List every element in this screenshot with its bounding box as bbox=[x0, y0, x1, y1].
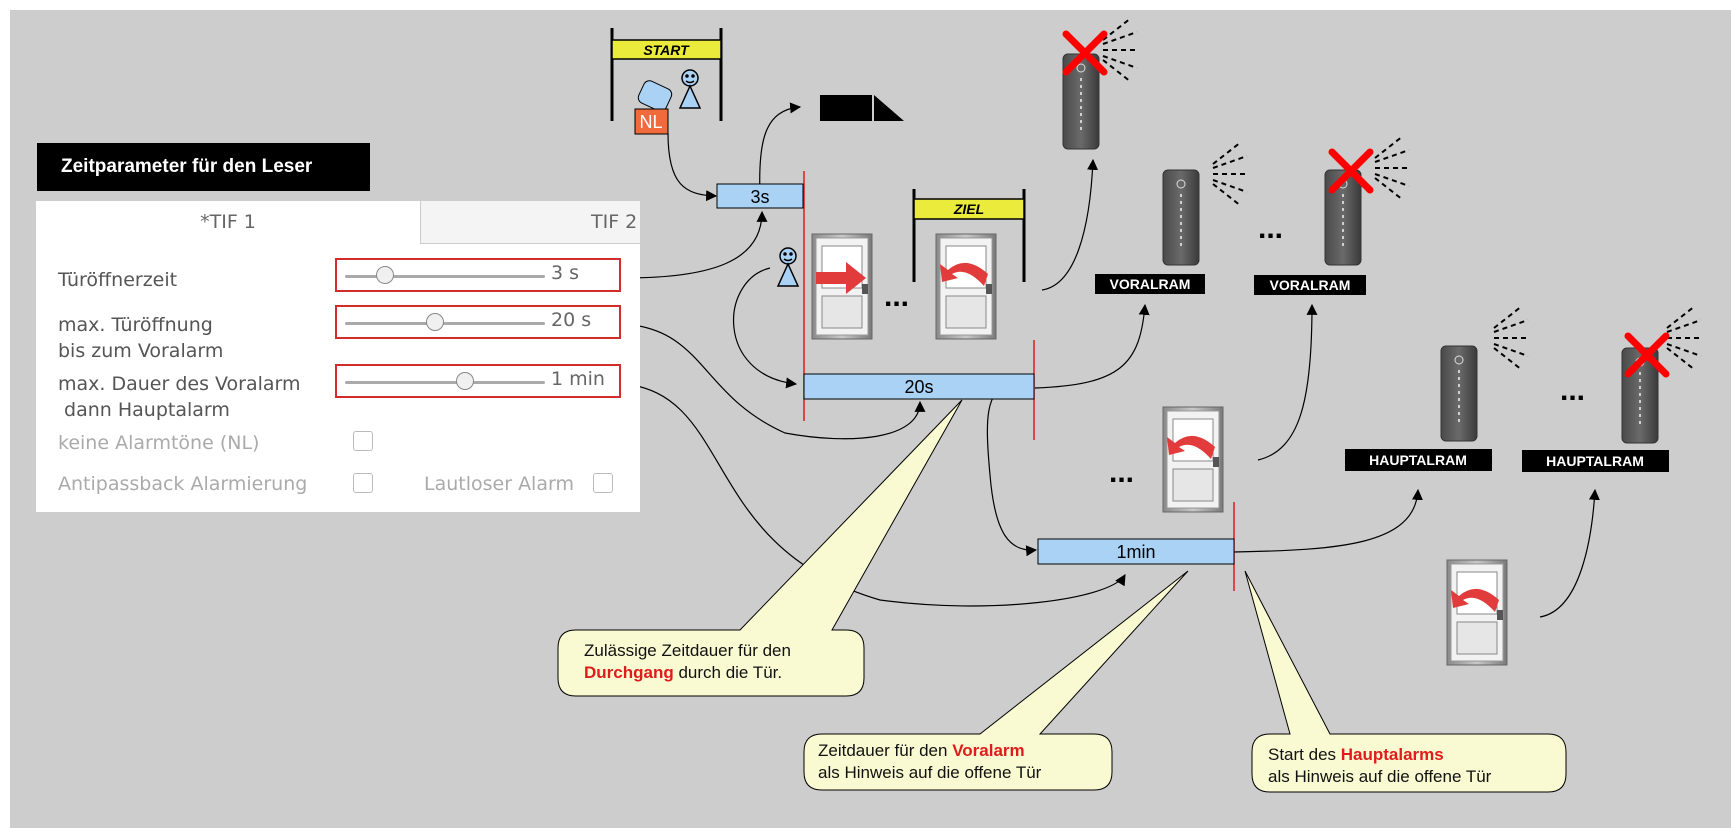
reader-mainalarm-1 bbox=[1440, 345, 1478, 442]
callout-mainalarm-bubble bbox=[1244, 570, 1567, 793]
svg-text:VORALRAM: VORALRAM bbox=[1110, 276, 1191, 292]
max-open-prealarm-label: max. Türöffnung bis zum Voralarm bbox=[58, 314, 224, 362]
callout-prealarm-bubble bbox=[803, 570, 1189, 791]
prealarm-label-1: VORALRAM bbox=[1095, 274, 1205, 294]
slider-track bbox=[345, 275, 545, 278]
svg-text:20s: 20s bbox=[904, 377, 933, 397]
svg-text:NL: NL bbox=[639, 112, 662, 132]
ellipsis-2: ... bbox=[1109, 456, 1134, 489]
callout-prealarm-line2: als Hinweis auf die offene Tür bbox=[818, 763, 1042, 782]
callout-mainalarm-prefix: Start des bbox=[1268, 745, 1341, 764]
20s-to-prealarm1-arrow bbox=[1034, 303, 1150, 389]
max-prealarm-duration-slider[interactable]: 1 min bbox=[335, 364, 621, 398]
slider1-to-3s-arrow bbox=[623, 210, 768, 279]
slider2-to-20s-arrow bbox=[623, 323, 926, 440]
callout-prealarm-highlight: Voralarm bbox=[952, 741, 1025, 760]
callout-mainalarm-line2: als Hinweis auf die offene Tür bbox=[1268, 767, 1492, 786]
door-open-prealarm bbox=[1162, 406, 1224, 513]
svg-text:HAUPTALRAM: HAUPTALRAM bbox=[1369, 452, 1467, 468]
start-label: START bbox=[643, 42, 690, 58]
badge-card bbox=[637, 80, 673, 112]
goal-gate: ZIEL bbox=[912, 189, 1026, 282]
max-open-prealarm-value: 20 s bbox=[551, 309, 592, 331]
slider-knob[interactable] bbox=[376, 266, 394, 284]
reader-prealarm-1 bbox=[1162, 169, 1200, 266]
callout-passage-text: Zulässige Zeitdauer für den Durchgang du… bbox=[584, 640, 791, 684]
slider-track bbox=[345, 381, 545, 384]
no-alarm-tones-label: keine Alarmtöne (NL) bbox=[58, 432, 260, 454]
svg-text:3s: 3s bbox=[750, 187, 769, 207]
callout-prealarm-prefix: Zeitdauer für den bbox=[818, 741, 953, 760]
callout-passage-line1: Zulässige Zeitdauer für den bbox=[584, 641, 791, 660]
reader-settings-panel: *TIF 1 TIF 2 Türöffnerzeit 3 s max. Türö… bbox=[36, 201, 640, 512]
goal-label: ZIEL bbox=[953, 201, 984, 217]
timeline-3s: 3s bbox=[716, 171, 805, 234]
no-alarm-tones-checkbox[interactable] bbox=[353, 431, 373, 451]
silent-alarm-checkbox[interactable] bbox=[593, 473, 613, 493]
silent-alarm-label: Lautloser Alarm bbox=[424, 473, 574, 495]
callout-mainalarm-text: Start des Hauptalarms als Hinweis auf di… bbox=[1268, 744, 1491, 788]
start-gate: START NL bbox=[610, 28, 723, 135]
reader-prealarm-2 bbox=[1324, 169, 1362, 266]
nl-to-3s-arrow bbox=[667, 132, 718, 202]
callout-passage-rest: durch die Tür. bbox=[673, 663, 783, 682]
door-opener-time-label: Türöffnerzeit bbox=[58, 269, 178, 291]
tab-tif-1[interactable]: *TIF 1 bbox=[36, 201, 421, 244]
door-open-mainalarm bbox=[1446, 559, 1508, 666]
slider-knob[interactable] bbox=[456, 372, 474, 390]
antipassback-label: Antipassback Alarmierung bbox=[58, 473, 308, 495]
door-closing bbox=[935, 233, 997, 340]
person-to-20s-arrow bbox=[733, 267, 798, 389]
nl-badge bbox=[634, 108, 669, 135]
mainalarm-label-2: HAUPTALRAM bbox=[1522, 450, 1669, 472]
timeline-1min: 1min bbox=[1037, 502, 1235, 591]
prealarm-label-2: VORALRAM bbox=[1254, 275, 1366, 295]
door-opener-time-slider[interactable]: 3 s bbox=[335, 258, 621, 292]
tab-tif-2[interactable]: TIF 2 bbox=[421, 201, 640, 244]
door4-to-mainalarm2-arrow bbox=[1539, 488, 1600, 618]
door2-to-reader1-arrow bbox=[1041, 158, 1099, 291]
door3-to-prealarm2-arrow bbox=[1257, 303, 1318, 461]
max-open-prealarm-slider[interactable]: 20 s bbox=[335, 305, 621, 339]
callout-mainalarm-highlight: Hauptalarms bbox=[1340, 745, 1444, 764]
svg-text:HAUPTALRAM: HAUPTALRAM bbox=[1546, 453, 1644, 469]
max-prealarm-duration-label: max. Dauer des Voralarm dann Hauptalarm bbox=[58, 373, 301, 421]
callout-prealarm-text: Zeitdauer für den Voralarm als Hinweis a… bbox=[818, 740, 1041, 784]
callout-passage-highlight: Durchgang bbox=[584, 663, 674, 682]
panel-title: Zeitparameter für den Leser bbox=[37, 143, 370, 191]
svg-text:VORALRAM: VORALRAM bbox=[1270, 277, 1351, 293]
svg-text:1min: 1min bbox=[1116, 542, 1155, 562]
ellipsis-3: ... bbox=[1258, 212, 1283, 245]
timeline-20s: 20s bbox=[803, 234, 1035, 440]
1min-to-mainalarm1-arrow bbox=[1233, 488, 1423, 553]
ellipsis-4: ... bbox=[1560, 374, 1585, 407]
ellipsis-1: ... bbox=[884, 280, 909, 313]
exit-arrow-shape bbox=[820, 95, 904, 121]
mainalarm-label-1: HAUPTALRAM bbox=[1345, 449, 1492, 471]
max-prealarm-duration-value: 1 min bbox=[551, 368, 605, 390]
door-opener-time-value: 3 s bbox=[551, 262, 580, 284]
3s-to-exit-arrow bbox=[759, 102, 802, 196]
door-opening bbox=[811, 233, 873, 340]
slider-knob[interactable] bbox=[426, 313, 444, 331]
callout-passage-bubble bbox=[557, 399, 963, 697]
antipassback-checkbox[interactable] bbox=[353, 473, 373, 493]
slider-track bbox=[345, 322, 545, 325]
